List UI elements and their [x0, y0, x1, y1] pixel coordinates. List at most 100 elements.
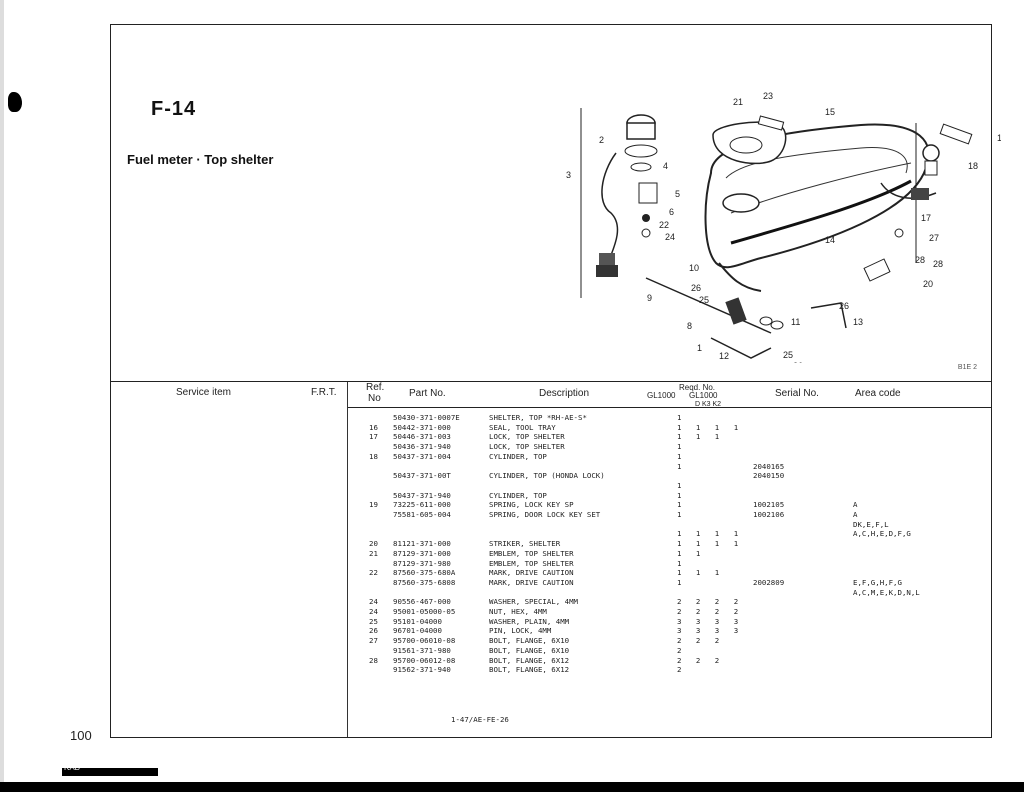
table-cell-desc: STRIKER, SHELTER — [489, 539, 561, 549]
table-cell-ref: 19 — [369, 500, 378, 510]
page-frame: F-14 Fuel meter · Top shelter — [110, 24, 1001, 738]
table-cell-part: 50437-371-00T — [393, 471, 451, 481]
table-cell-desc: BOLT, FLANGE, 6X12 — [489, 655, 570, 665]
table-cell-ref: 20 — [369, 539, 378, 549]
table-cell-qty: 1 — [677, 500, 687, 510]
table-cell-desc: SHELTER, TOP *RH-AE-S* — [489, 413, 587, 422]
table-cell-ref: 28 — [369, 655, 378, 665]
col-serial-no: Serial No. — [775, 388, 819, 399]
table-cell-qty: 2 2 2 2 — [677, 597, 744, 607]
table-cell-desc: CYLINDER, TOP — [489, 490, 547, 500]
table-cell-part: 75581-605-004 — [393, 510, 451, 519]
table-cell-ref: 21 — [369, 548, 378, 558]
table-cell-serial: 2040150 — [753, 471, 785, 481]
table-cell-qty: 1 — [677, 510, 687, 519]
table-cell-desc: PIN, LOCK, 4MM — [489, 626, 552, 636]
callout-26b: 26 — [839, 301, 849, 311]
table-cell-part: 95700-06010-08 — [393, 636, 456, 646]
table-cell-ref: 22 — [369, 568, 378, 578]
page-code: F-14 — [151, 98, 197, 120]
table-cell-qty: 2 — [677, 665, 687, 675]
col-rule-frt — [347, 382, 348, 737]
table-cell-qty: 3 3 3 3 — [677, 626, 744, 636]
table-cell-qty: 1 1 1 — [677, 432, 725, 442]
table-cell-desc: WASHER, SPECIAL, 4MM — [489, 597, 578, 607]
callout-18: 18 — [968, 161, 978, 171]
table-cell-part: 87560-375-6808 — [393, 577, 456, 587]
col-ref-1: Ref. — [366, 382, 385, 393]
table-cell-part: 50437-371-004 — [393, 451, 451, 461]
callout-11: 11 — [791, 317, 800, 327]
callout-26c: 26 — [793, 361, 803, 363]
callout-23: 23 — [763, 91, 773, 101]
callout-22: 22 — [659, 220, 669, 230]
table-cell-desc: WASHER, PLAIN, 4MM — [489, 616, 570, 626]
callout-25b: 25 — [783, 350, 793, 360]
col-model-1: GL1000 — [647, 391, 676, 400]
table-cell-desc: EMBLEM, TOP SHELTER — [489, 548, 574, 558]
callout-6: 6 — [669, 207, 674, 217]
table-cell-part: 95700-06012-08 — [393, 655, 456, 665]
table-cell-desc: BOLT, FLANGE, 6X10 — [489, 645, 570, 655]
table-cell-part: 90556-467-000 — [393, 597, 451, 607]
table-cell-qty: 1 — [677, 442, 687, 452]
col-part-no: Part No. — [409, 388, 446, 399]
table-cell-qty: 2 — [677, 645, 687, 655]
table-cell-qty: 1 — [677, 461, 687, 471]
table-cell-ref: 17 — [369, 432, 378, 442]
callout-5: 5 — [675, 189, 680, 199]
table-cell-part: 95101-04000 — [393, 616, 442, 626]
table-cell-part: 95001-05000-05 — [393, 607, 456, 616]
table-cell-ref: 18 — [369, 451, 378, 461]
col-reqd: Reqd. No. — [679, 383, 716, 392]
table-cell-part: 87129-371-980 — [393, 558, 451, 568]
table-cell-ref: 26 — [369, 626, 378, 636]
col-description: Description — [539, 388, 590, 399]
table-footer-code: 1-47/AE-FE-26 — [451, 715, 509, 724]
table-cell-desc: MARK, DRIVE CAUTION — [489, 568, 574, 578]
col-model-3: D K3 K2 — [695, 401, 722, 408]
table-cell-part: 50437-371-940 — [393, 490, 451, 500]
callout-3: 3 — [566, 170, 571, 180]
table-cell-part: 50436-371-940 — [393, 442, 451, 452]
table-cell-area: E,F,G,H,F,G — [853, 577, 902, 587]
table-cell-qty: 3 3 3 3 — [677, 616, 744, 626]
table-cell-serial: 1002105 — [753, 500, 785, 510]
table-cell-qty: 1 — [677, 480, 687, 490]
col-frt: F.R.T. — [311, 387, 337, 398]
table-cell-part: 91561-371-980 — [393, 645, 451, 655]
table-cell-desc: SEAL, TOOL TRAY — [489, 422, 556, 432]
table-cell-ref: 24 — [369, 607, 378, 616]
col-service-item: Service item — [176, 387, 232, 398]
callout-13b: 13 — [853, 317, 863, 327]
callout-28b: 28 — [933, 259, 943, 269]
table-cell-ref: 16 — [369, 422, 378, 432]
table-cell-desc: NUT, HEX, 4MM — [489, 607, 547, 616]
bar-label: KAB — [64, 763, 81, 772]
table-cell-qty: 1 1 — [677, 548, 706, 558]
table-cell-part: 87560-375-680A — [393, 568, 456, 578]
scan-edge — [0, 782, 1024, 792]
black-bar — [62, 768, 158, 776]
table-cell-desc: CYLINDER, TOP (HONDA LOCK) — [489, 471, 605, 481]
col-model-2: GL1000 — [689, 391, 718, 400]
callout-21: 21 — [733, 97, 743, 107]
table-cell-qty: 1 1 1 1 — [677, 422, 744, 432]
table-cell-part: 91562-371-940 — [393, 665, 451, 675]
table-cell-serial: 2040165 — [753, 461, 785, 471]
table-cell-ref: 27 — [369, 636, 378, 646]
table-cell-part: 50442-371-000 — [393, 422, 451, 432]
table-cell-desc: SPRING, LOCK KEY SP — [489, 500, 574, 510]
callout-25a: 25 — [699, 295, 709, 305]
table-cell-area: DK,E,F,L — [853, 519, 889, 529]
table-cell-part: 81121-371-000 — [393, 539, 451, 549]
callout-27: 27 — [929, 233, 939, 243]
table-cell-desc: LOCK, TOP SHELTER — [489, 442, 565, 452]
table-cell-desc: BOLT, FLANGE, 6X12 — [489, 665, 570, 675]
callout-8: 8 — [687, 321, 692, 331]
table-cell-qty: 1 1 1 1 — [677, 529, 744, 539]
callout-13: 13 — [997, 133, 1001, 143]
callout-2: 2 — [599, 135, 604, 145]
callout-24: 24 — [665, 232, 675, 242]
table-cell-desc: MARK, DRIVE CAUTION — [489, 577, 574, 587]
